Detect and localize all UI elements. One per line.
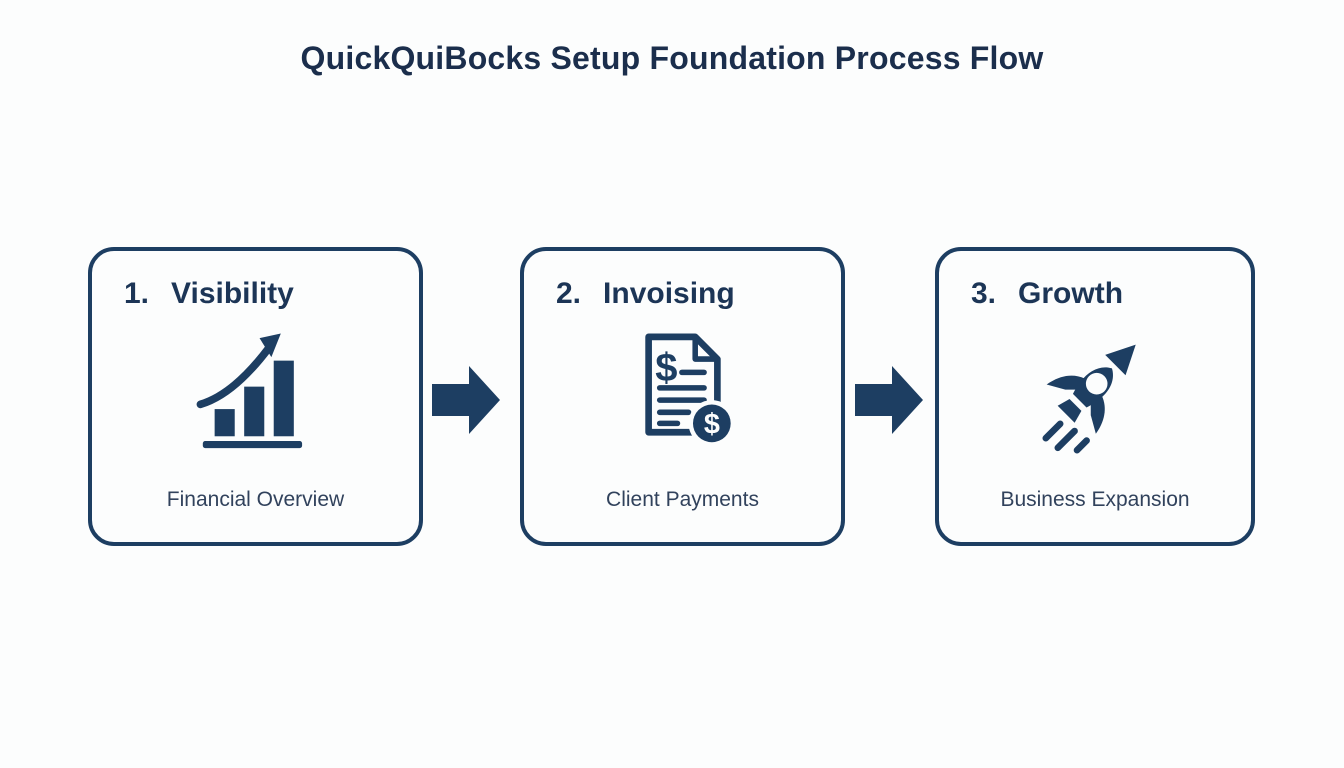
svg-text:$: $ — [655, 346, 677, 390]
step-heading: 3. Growth — [939, 251, 1123, 310]
step-label: Visibility — [171, 277, 294, 310]
step-label: Growth — [1018, 277, 1124, 310]
page-title: QuickQuiBocks Setup Foundation Process F… — [300, 40, 1044, 76]
step-heading: 1. Visibility — [92, 251, 294, 310]
rocket-icon — [1029, 318, 1161, 460]
step-card-growth: 3. Growth Business Expansion — [935, 247, 1255, 546]
step-caption: Financial Overview — [166, 488, 345, 511]
step-card-invoicing: 2. Invoising $ $ Client Payments — [520, 247, 845, 546]
step-label: Invoising — [603, 277, 735, 310]
step-caption: Client Payments — [606, 488, 759, 511]
step-number: 2. — [556, 277, 582, 310]
step-number: 1. — [124, 277, 150, 310]
step-card-visibility: 1. Visibility Financial Overview — [88, 247, 423, 546]
svg-text:$: $ — [703, 408, 719, 440]
invoice-payment-icon: $ $ — [622, 318, 744, 460]
right-arrow-icon — [855, 360, 923, 440]
step-heading: 2. Invoising — [524, 251, 735, 310]
step-caption: Business Expansion — [1000, 488, 1190, 511]
right-arrow-icon — [432, 360, 500, 440]
step-number: 3. — [971, 277, 997, 310]
bar-chart-growth-icon — [191, 318, 321, 460]
